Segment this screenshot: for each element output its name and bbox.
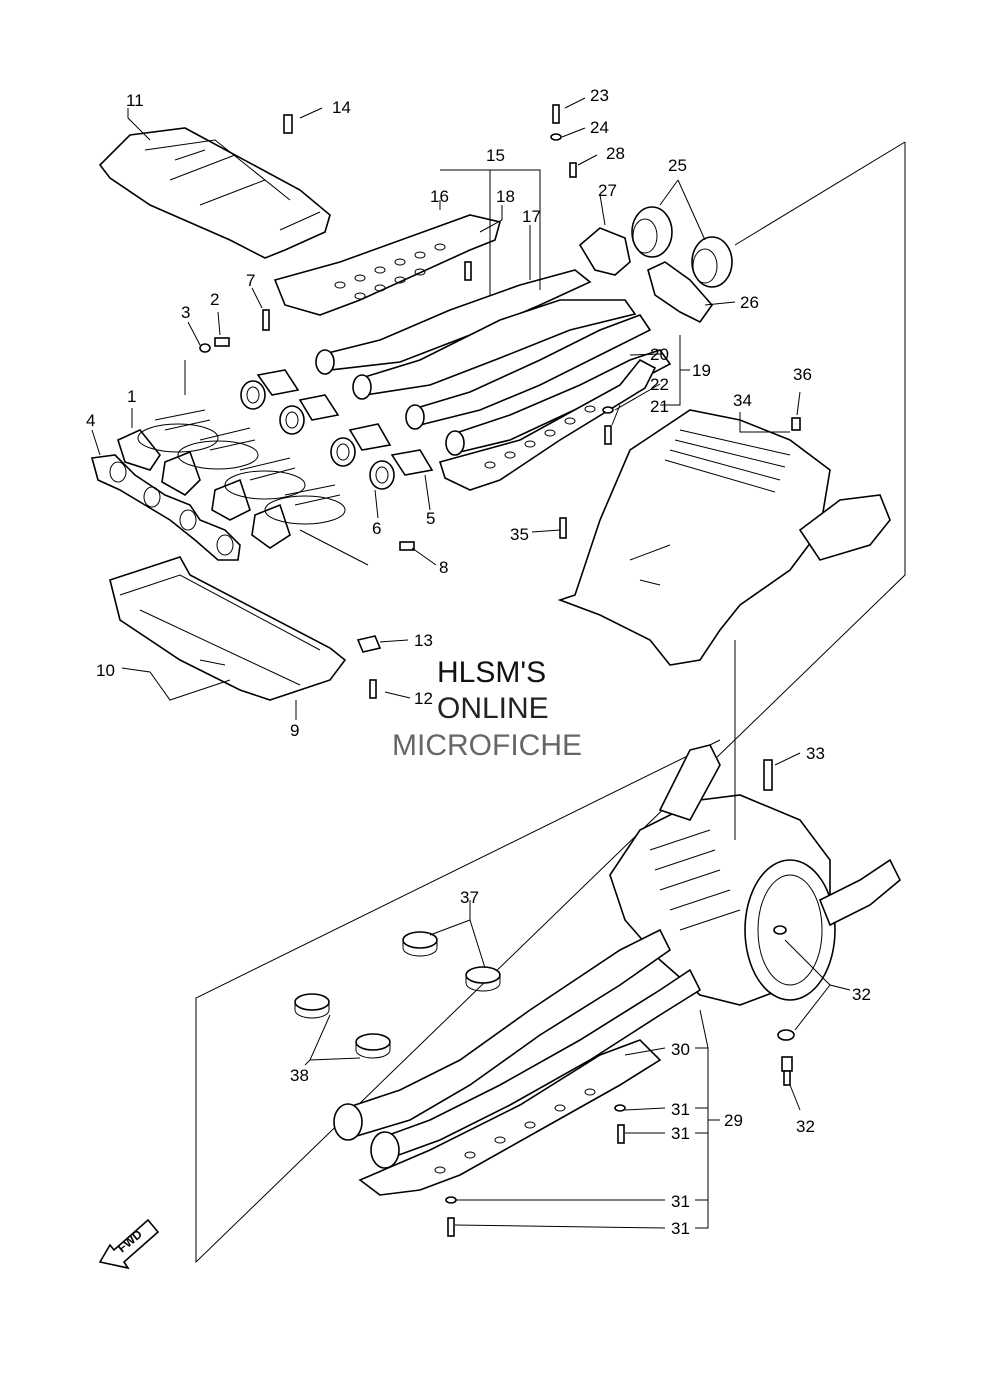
watermark-line1: HLSM'S	[437, 656, 546, 689]
callout-labels: 11 14 23 24 28 15 25 16 18 27 17 7 26 2 …	[86, 86, 871, 1238]
callout-12: 12	[414, 689, 433, 708]
manifold-gasket-4[interactable]	[90, 454, 241, 561]
callout-9: 9	[290, 721, 299, 740]
callout-31a: 31	[671, 1124, 690, 1143]
callout-17: 17	[522, 207, 541, 226]
clamp-bracket-26[interactable]	[647, 261, 714, 324]
callout-23: 23	[590, 86, 609, 105]
callout-34: 32	[796, 1117, 815, 1136]
callout-26: 26	[740, 293, 759, 312]
upper-heat-shield[interactable]	[98, 127, 331, 259]
callout-10: 10	[96, 661, 115, 680]
watermark-line2: ONLINE	[437, 692, 549, 725]
watermark: HLSM'S ONLINE MICROFICHE	[392, 656, 582, 762]
assembly-boundary	[195, 141, 906, 1264]
pipe-clamps-5[interactable]	[256, 369, 434, 476]
callout-28: 28	[606, 144, 625, 163]
callout-31b: 31	[671, 1219, 690, 1238]
callout-38: 36	[793, 365, 812, 384]
callout-40: 38	[290, 1066, 309, 1085]
callout-30: 30	[671, 1040, 690, 1059]
callout-13: 13	[414, 631, 433, 650]
callout-32a: 31	[671, 1100, 690, 1119]
callout-25: 25	[668, 156, 687, 175]
leader-lines	[91, 97, 851, 1229]
callout-21: 21	[650, 397, 669, 416]
callout-22: 22	[650, 375, 669, 394]
callout-19: 19	[692, 361, 711, 380]
callout-27: 27	[598, 181, 617, 200]
front-exhaust-pipe-upper[interactable]	[315, 269, 637, 400]
callout-2: 2	[210, 290, 219, 309]
callout-14: 14	[332, 98, 351, 117]
front-exhaust-pipe-lower[interactable]	[405, 314, 672, 456]
callout-15: 15	[486, 146, 505, 165]
watermark-line3: MICROFICHE	[392, 729, 582, 762]
callout-8: 8	[439, 558, 448, 577]
callout-36: 34	[733, 391, 752, 410]
forward-direction-arrow-icon: FWD	[98, 1218, 160, 1270]
rear-muffler[interactable]	[609, 744, 901, 1006]
sleeve-rings-25[interactable]	[631, 206, 733, 288]
rubber-plugs-39[interactable]	[402, 931, 501, 992]
callout-5: 5	[426, 509, 435, 528]
callout-29: 29	[724, 1111, 743, 1130]
callout-37: 35	[510, 525, 529, 544]
pipe-bracket-plate-16[interactable]	[273, 214, 501, 316]
callout-32b: 31	[671, 1192, 690, 1211]
rear-pipe-bracket-30[interactable]	[358, 1039, 662, 1196]
callout-1: 1	[127, 387, 136, 406]
muffler-protector-36[interactable]	[557, 409, 891, 666]
callout-24: 24	[590, 118, 609, 137]
rear-exhaust-pipe[interactable]	[333, 928, 702, 1169]
callout-7: 7	[246, 271, 255, 290]
callout-11: 11	[126, 91, 144, 110]
callout-33: 32	[852, 985, 871, 1004]
callout-4: 4	[86, 411, 95, 430]
gasket-rings-6[interactable]	[240, 380, 395, 490]
rubber-plugs-40[interactable]	[294, 993, 391, 1059]
lower-heat-shield[interactable]	[109, 556, 347, 701]
callout-3: 3	[181, 303, 190, 322]
callout-20: 20	[650, 345, 669, 364]
clamp-bracket-27[interactable]	[578, 227, 631, 276]
exhaust-manifold-assembly[interactable]	[117, 409, 346, 549]
callout-6: 6	[372, 519, 381, 538]
fasteners[interactable]	[199, 104, 801, 1237]
pipe-bracket-plate-20[interactable]	[438, 358, 657, 491]
callout-35: 33	[806, 744, 825, 763]
callout-16: 16	[430, 187, 449, 206]
callout-18: 18	[496, 187, 515, 206]
callout-39: 37	[460, 888, 479, 907]
